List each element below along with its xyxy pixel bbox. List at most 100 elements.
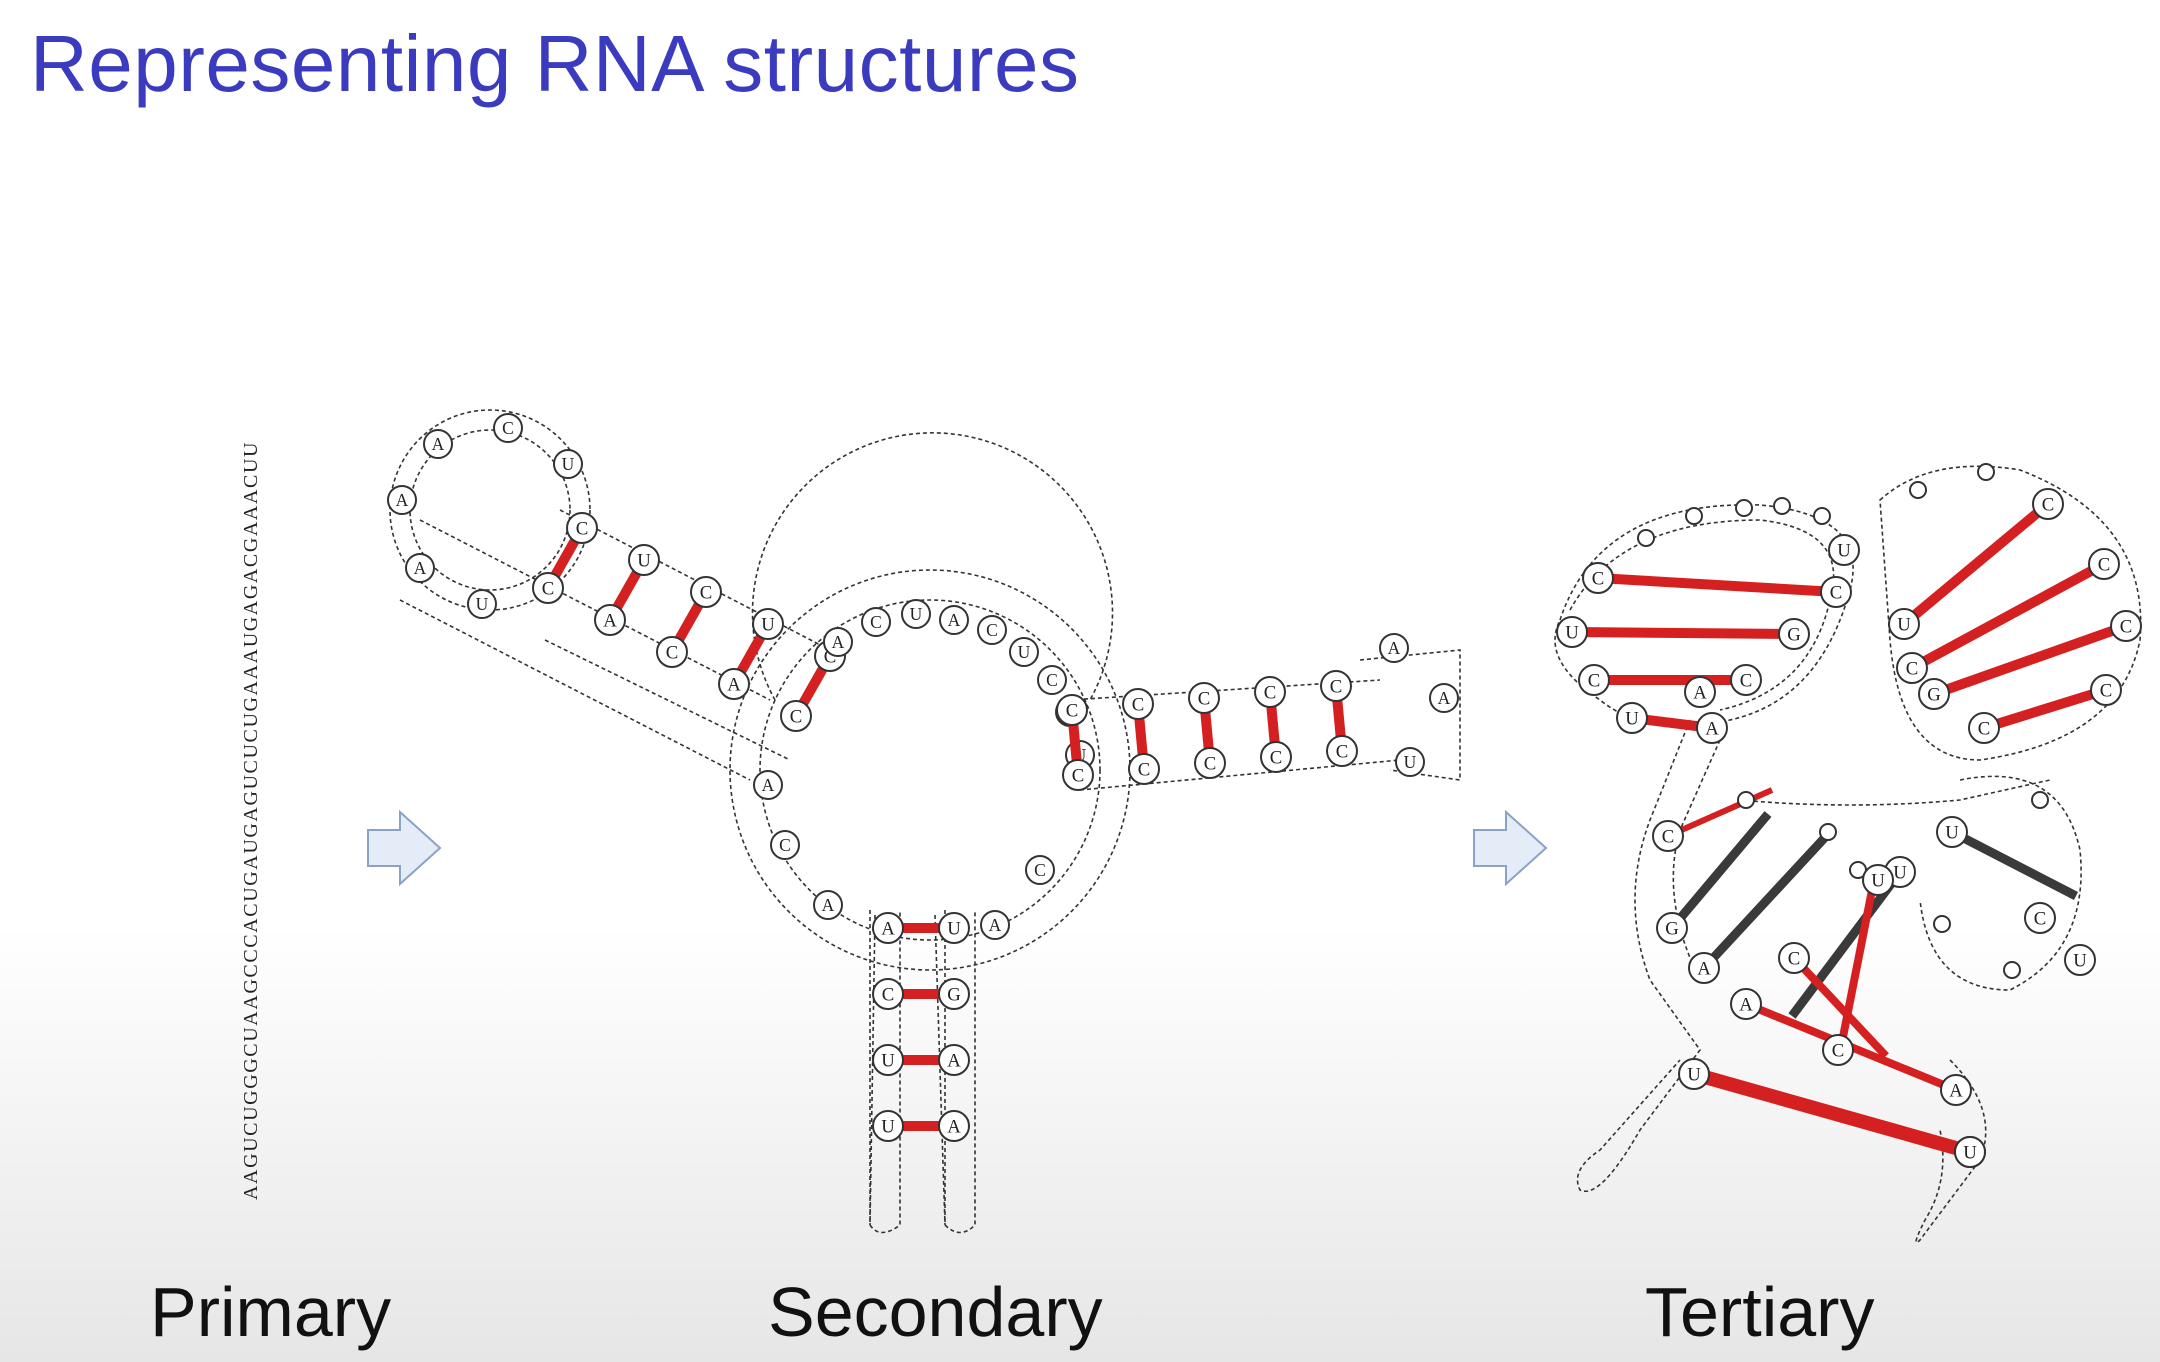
backbone-outline bbox=[1739, 779, 2051, 806]
nucleotide bbox=[1813, 507, 1831, 525]
svg-text:A: A bbox=[947, 1050, 961, 1071]
svg-text:A: A bbox=[432, 434, 445, 454]
svg-text:G: G bbox=[1927, 684, 1941, 705]
svg-text:C: C bbox=[1830, 582, 1843, 603]
nucleotide: C bbox=[1194, 747, 1226, 779]
svg-text:U: U bbox=[1018, 642, 1031, 662]
svg-text:C: C bbox=[1046, 670, 1058, 690]
nucleotide bbox=[1819, 823, 1837, 841]
nucleotide: U bbox=[2064, 944, 2096, 976]
svg-text:C: C bbox=[1978, 718, 1991, 739]
svg-text:C: C bbox=[666, 642, 679, 663]
svg-text:U: U bbox=[476, 594, 489, 614]
nucleotide: A bbox=[1688, 952, 1720, 984]
svg-text:A: A bbox=[1438, 688, 1451, 708]
nucleotide: C bbox=[1652, 820, 1684, 852]
svg-text:U: U bbox=[1871, 870, 1885, 891]
backbone-outline bbox=[1576, 719, 1701, 1192]
nucleotide: C bbox=[1778, 942, 1810, 974]
nucleotide: C bbox=[1730, 664, 1762, 696]
svg-text:C: C bbox=[2034, 908, 2047, 929]
svg-text:U: U bbox=[1625, 708, 1639, 729]
base-pair-bond bbox=[1900, 500, 2052, 628]
nucleotide: G bbox=[938, 978, 970, 1010]
nucleotide: C bbox=[977, 615, 1007, 645]
svg-text:U: U bbox=[1893, 862, 1907, 883]
svg-text:C: C bbox=[1832, 1040, 1845, 1061]
nucleotide bbox=[1735, 499, 1753, 517]
arrow-right-icon bbox=[1473, 809, 1548, 887]
nucleotide: C bbox=[2024, 902, 2056, 934]
nucleotide bbox=[2003, 961, 2021, 979]
nucleotide: A bbox=[872, 912, 904, 944]
nucleotide: A bbox=[405, 553, 435, 583]
base-pair-bond bbox=[1909, 559, 2107, 673]
svg-text:U: U bbox=[637, 550, 651, 571]
svg-text:A: A bbox=[947, 1116, 961, 1137]
nucleotide bbox=[1685, 507, 1703, 525]
nucleotide: C bbox=[2032, 488, 2064, 520]
backbone-outline bbox=[1919, 775, 2082, 991]
svg-text:U: U bbox=[1963, 1142, 1977, 1163]
base-pair-bond bbox=[1838, 869, 1880, 1043]
base-pair-bond bbox=[1791, 955, 1889, 1059]
svg-text:C: C bbox=[882, 984, 895, 1005]
nucleotide: C bbox=[566, 512, 598, 544]
tertiary-bond bbox=[1700, 828, 1834, 972]
nucleotide: A bbox=[939, 605, 969, 635]
nucleotide: U bbox=[752, 608, 784, 640]
svg-text:U: U bbox=[910, 604, 923, 624]
svg-text:A: A bbox=[396, 490, 409, 510]
backbone-outline bbox=[1569, 519, 1835, 711]
svg-text:A: A bbox=[1697, 958, 1711, 979]
svg-text:A: A bbox=[822, 895, 835, 915]
backbone-outline bbox=[869, 910, 976, 1234]
nucleotide: A bbox=[1730, 988, 1762, 1020]
nucleotide: C bbox=[1582, 562, 1614, 594]
svg-text:A: A bbox=[881, 918, 895, 939]
tertiary-bond bbox=[1668, 811, 1772, 931]
nucleotide: C bbox=[780, 700, 812, 732]
svg-text:C: C bbox=[779, 835, 791, 855]
hairpin-outline bbox=[409, 429, 571, 591]
nucleotide: C bbox=[1025, 855, 1055, 885]
svg-text:C: C bbox=[1906, 658, 1919, 679]
svg-text:U: U bbox=[1565, 622, 1579, 643]
junction-loop-outline bbox=[759, 599, 1101, 941]
nucleotide: A bbox=[938, 1044, 970, 1076]
svg-text:C: C bbox=[1592, 568, 1605, 589]
nucleotide bbox=[1737, 791, 1755, 809]
tertiary-bond bbox=[1788, 869, 1904, 1019]
nucleotide: U bbox=[872, 1110, 904, 1142]
nucleotide: A bbox=[718, 668, 750, 700]
nucleotide: C bbox=[1820, 576, 1852, 608]
nucleotide: C bbox=[1326, 735, 1358, 767]
svg-text:U: U bbox=[947, 918, 961, 939]
svg-text:C: C bbox=[1066, 700, 1079, 721]
svg-text:U: U bbox=[881, 1116, 895, 1137]
nucleotide: A bbox=[1429, 683, 1459, 713]
nucleotide: C bbox=[2110, 610, 2142, 642]
svg-text:C: C bbox=[2042, 494, 2055, 515]
svg-text:A: A bbox=[1388, 638, 1401, 658]
svg-text:C: C bbox=[1034, 860, 1046, 880]
svg-text:C: C bbox=[986, 620, 998, 640]
svg-text:U: U bbox=[1404, 752, 1417, 772]
backbone-outline bbox=[751, 432, 1114, 701]
svg-text:A: A bbox=[603, 610, 617, 631]
nucleotide bbox=[1909, 481, 1927, 499]
arrow-right-icon bbox=[367, 809, 442, 887]
base-pair-bond bbox=[1571, 627, 1795, 639]
svg-text:C: C bbox=[1336, 741, 1349, 762]
nucleotide: A bbox=[1940, 1074, 1972, 1106]
svg-text:C: C bbox=[1788, 948, 1801, 969]
nucleotide: U bbox=[628, 544, 660, 576]
nucleotide: U bbox=[1936, 816, 1968, 848]
svg-text:A: A bbox=[832, 632, 845, 652]
svg-text:A: A bbox=[1693, 682, 1707, 703]
backbone-outline bbox=[869, 914, 946, 1226]
svg-text:U: U bbox=[562, 454, 575, 474]
svg-text:C: C bbox=[2120, 616, 2133, 637]
svg-text:C: C bbox=[502, 418, 514, 438]
nucleotide: C bbox=[1896, 652, 1928, 684]
